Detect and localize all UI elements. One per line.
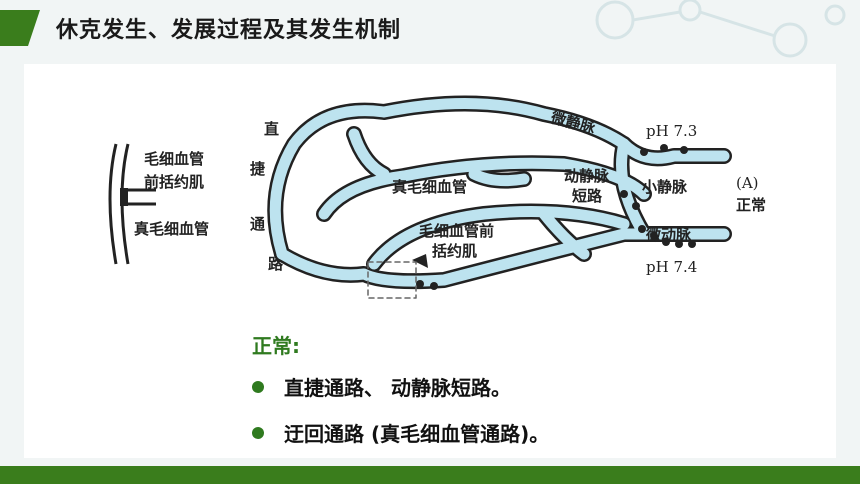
vessel-network bbox=[267, 95, 732, 299]
title-accent-shape bbox=[0, 10, 40, 46]
label-sphincter-2: 括约肌 bbox=[432, 242, 477, 260]
section-heading: 正常: bbox=[252, 334, 300, 358]
label-direct-path-1: 直 bbox=[264, 120, 279, 138]
label-venule-small: 微静脉 bbox=[548, 108, 598, 138]
label-ph-bottom: pH 7.4 bbox=[646, 258, 697, 276]
microcirculation-diagram: 毛细血管 前括约肌 真毛细血管 直 捷 通 路 bbox=[108, 95, 766, 299]
label-panel-caption: 正常 bbox=[736, 196, 766, 214]
label-true-capillary: 真毛细血管 bbox=[134, 220, 209, 238]
label-direct-path-3: 通 bbox=[250, 215, 265, 233]
content-card: 毛细血管 前括约肌 真毛细血管 直 捷 通 路 bbox=[24, 64, 836, 458]
label-capillary: 毛细血管 bbox=[144, 150, 204, 168]
label-av-shunt-2: 短路 bbox=[572, 187, 603, 205]
footer-bar bbox=[0, 466, 860, 484]
label-ph-top: pH 7.3 bbox=[646, 122, 697, 140]
bullet-text-1: 直捷通路、 动静脉短路。 bbox=[284, 376, 511, 400]
bullet-text-2: 迂回通路 (真毛细血管通路)。 bbox=[284, 422, 550, 446]
sphincter-schematic bbox=[108, 143, 156, 265]
label-arteriole: 微动脉 bbox=[645, 226, 692, 244]
label-venule: 小静脉 bbox=[642, 178, 688, 196]
label-true-capillary-center: 真毛细血管 bbox=[392, 178, 467, 196]
bullet-dot-icon bbox=[252, 380, 264, 393]
title-bar: 休克发生、发展过程及其发生机制 bbox=[0, 0, 860, 58]
bullet-item-2: 迂回通路 (真毛细血管通路)。 bbox=[252, 418, 549, 447]
bullet-item-1: 直捷通路、 动静脉短路。 bbox=[252, 372, 511, 401]
label-av-shunt-1: 动静脉 bbox=[564, 167, 610, 185]
label-precap-sphincter: 前括约肌 bbox=[144, 173, 204, 191]
bullet-dot-icon bbox=[252, 426, 264, 439]
label-panel-letter: (A) bbox=[736, 174, 759, 192]
label-direct-path-2: 捷 bbox=[250, 160, 266, 178]
label-sphincter-1: 毛细血管前 bbox=[419, 222, 494, 240]
page-title: 休克发生、发展过程及其发生机制 bbox=[56, 18, 402, 43]
